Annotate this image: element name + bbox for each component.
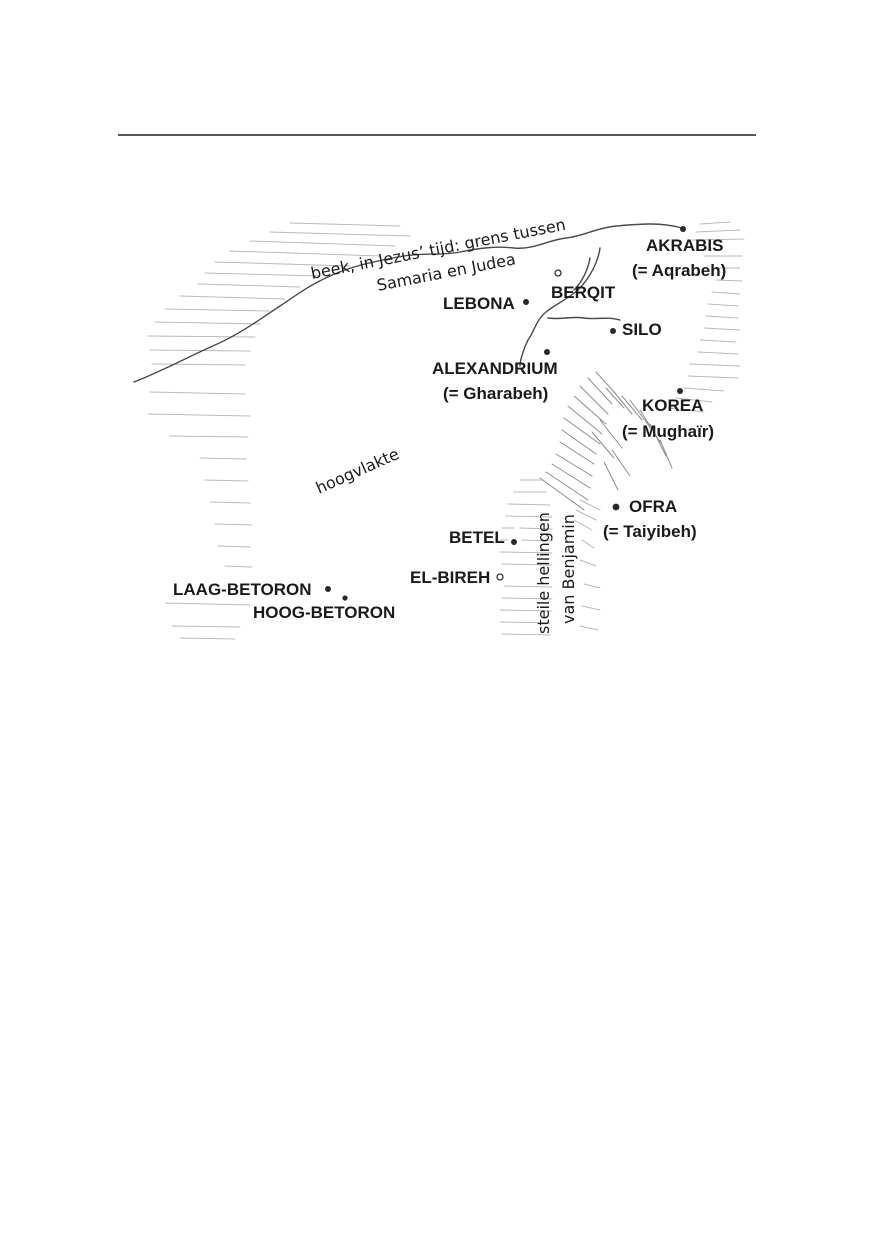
label-lebona: LEBONA (443, 294, 515, 313)
place-labels: AKRABIS (= Aqrabeh) BERQIT LEBONA SILO A… (173, 236, 726, 622)
el-bireh-dot (496, 573, 504, 581)
label-ofra: OFRA (629, 497, 677, 516)
label-silo: SILO (622, 320, 662, 339)
berqit-dot (554, 269, 562, 277)
annotation-plateau: hoogvlakte (313, 444, 402, 498)
akrabis-dot (680, 226, 686, 232)
annotation-slopes-line1: steile hellingen (534, 512, 553, 634)
label-alexandrium: ALEXANDRIUM (432, 359, 558, 378)
label-ofra-alt: (= Taiyibeh) (603, 522, 697, 541)
label-korea: KOREA (642, 396, 703, 415)
label-akrabis-alt: (= Aqrabeh) (632, 261, 726, 280)
settlement-dots (325, 226, 686, 601)
stream-path (133, 223, 683, 383)
korea-dot (677, 388, 683, 394)
silo-dot (610, 328, 616, 334)
hatching-north-ridge (147, 222, 411, 366)
alexandrium-dot (544, 349, 550, 355)
label-korea-alt: (= Mughaïr) (622, 422, 714, 441)
label-hoog-betoron: HOOG-BETORON (253, 603, 395, 622)
hoog-betoron-dot (342, 595, 348, 601)
annotation-slopes-line2: van Benjamin (559, 514, 578, 624)
hatching-northeast (691, 221, 745, 257)
tributary-path-berqit (573, 257, 591, 291)
label-betel: BETEL (449, 528, 505, 547)
label-berqit: BERQIT (551, 283, 616, 302)
betel-dot (511, 539, 517, 545)
hatching-south-slopes (499, 479, 601, 636)
tributary-path-east (547, 316, 621, 321)
label-alexandrium-alt: (= Gharabeh) (443, 384, 548, 403)
hatching-west-edge (147, 391, 253, 640)
label-el-bireh: EL-BIREH (410, 568, 490, 587)
label-laag-betoron: LAAG-BETORON (173, 580, 312, 599)
laag-betoron-dot (325, 586, 331, 592)
lebona-dot (523, 299, 529, 305)
hatching-central-fan (539, 371, 673, 511)
hatching-east-escarpment (667, 267, 743, 413)
ofra-dot (612, 503, 620, 511)
label-akrabis: AKRABIS (646, 236, 723, 255)
tributary-path-main (519, 247, 601, 367)
